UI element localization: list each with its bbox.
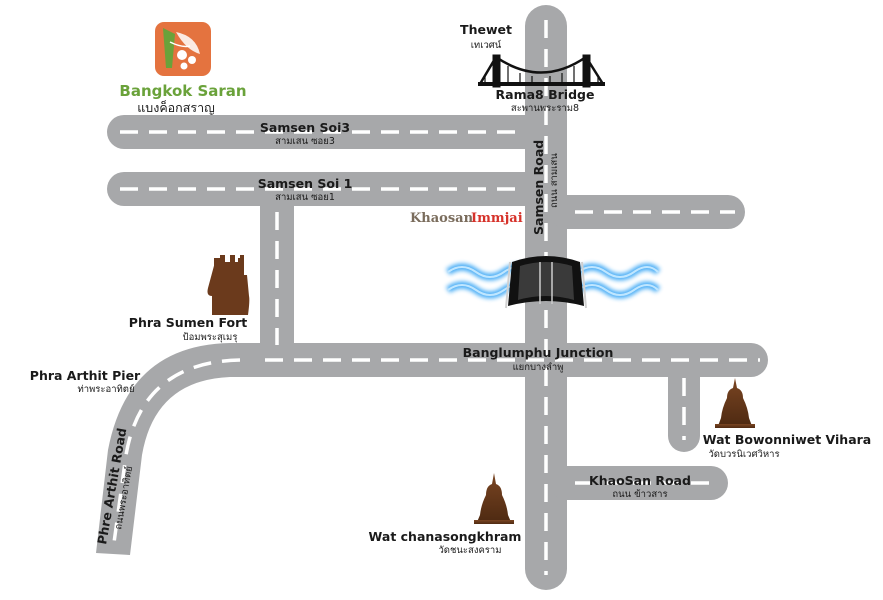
wat-chanasongkhram-label-thai: วัดชนะสงคราม — [438, 545, 501, 556]
khaosan-road-label: KhaoSan Road — [589, 473, 691, 488]
brand-name-thai: แบงค็อกสราญ — [137, 100, 215, 115]
banglumphu-junction-label: Banglumphu Junction — [463, 345, 614, 360]
phra-sumen-fort-label-thai: ป้อมพระสุเมรุ — [183, 332, 238, 343]
thewet-label-thai: เทเวศน์ — [471, 39, 502, 51]
wat-chanasongkhram-label: Wat chanasongkhram — [369, 529, 522, 544]
rama8-bridge-label: Rama8 Bridge — [496, 87, 595, 102]
brand-name: Bangkok Saran — [119, 82, 246, 100]
thewet-label: Thewet — [460, 22, 512, 37]
canal-bridge-icon — [445, 256, 661, 309]
buddha-icon — [474, 473, 514, 524]
phra-arthit-pier-label-thai: ท่าพระอาทิตย์ — [77, 383, 134, 395]
banglumphu-junction-label-thai: แยกบางลำพู — [513, 362, 564, 373]
samsen-soi1-label-thai: สามเสน ซอย1 — [275, 192, 335, 203]
wat-bowonniwet-label: Wat Bowonniwet Vihara — [703, 432, 871, 447]
road-phra-arthit — [96, 343, 258, 555]
samsen-road-label-thai: ถนน สามเสน — [549, 153, 560, 208]
khaosan-immjai-part2: Immjai — [471, 211, 523, 226]
samsen-soi3-label: Samsen Soi3 — [260, 120, 350, 135]
brand-logo-icon — [155, 22, 211, 76]
khaosan-immjai-part1: Khaosan — [410, 211, 474, 226]
samsen-soi1-label: Samsen Soi 1 — [258, 176, 353, 191]
phra-arthit-pier-label: Phra Arthit Pier — [30, 368, 141, 383]
phra-sumen-fort-label: Phra Sumen Fort — [129, 315, 247, 330]
khaosan-immjai-mark: Khaosan Immjai — [410, 211, 523, 226]
buddha-icon — [715, 378, 755, 428]
wat-bowonniwet-label-thai: วัดบวรนิเวศวิหาร — [708, 449, 779, 460]
samsen-soi3-label-thai: สามเสน ซอย3 — [275, 136, 335, 147]
rama8-bridge-label-thai: สะพานพระราม8 — [511, 103, 579, 114]
suspension-bridge-icon — [478, 54, 605, 88]
khaosan-road-label-thai: ถนน ข้าวสาร — [612, 489, 667, 500]
samsen-road-label: Samsen Road — [531, 140, 546, 235]
road-markings — [111, 20, 760, 575]
road-bowonniwet-branch — [668, 360, 700, 452]
fort-icon — [207, 255, 250, 315]
